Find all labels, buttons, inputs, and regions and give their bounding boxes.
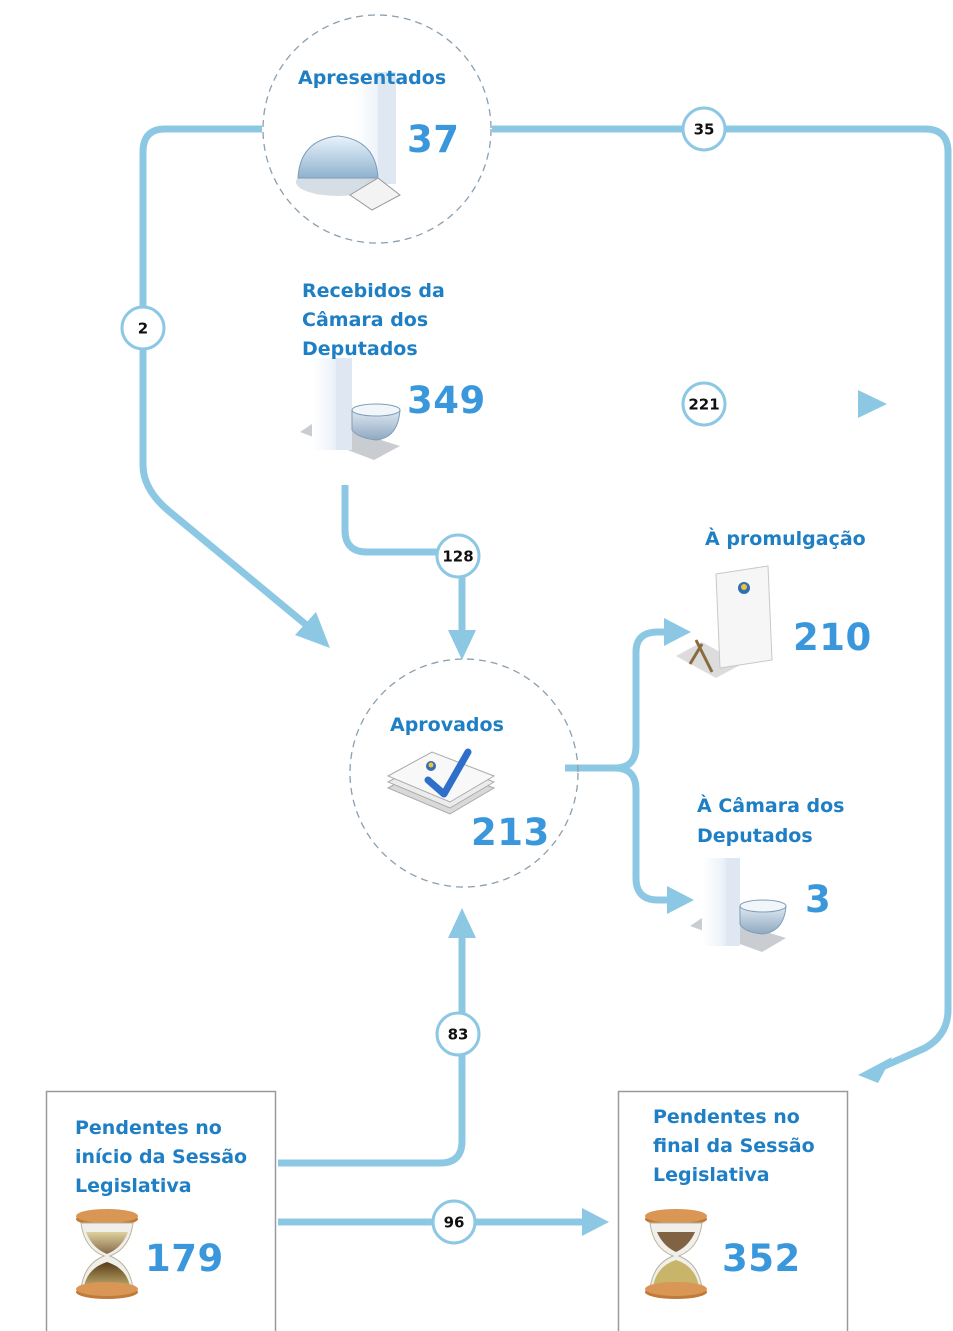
recebidos-value: 349 xyxy=(407,379,486,422)
flow-pill-96: 96 xyxy=(431,1199,477,1245)
pendentes-inicio-title-line: Pendentes no xyxy=(75,1117,222,1139)
pendentes-inicio-title-line: Legislativa xyxy=(75,1175,192,1197)
arrow-to-aprovados-top xyxy=(448,630,476,660)
arrow-to-promulgacao xyxy=(664,618,691,646)
pendentes-final-value: 352 xyxy=(722,1237,801,1280)
flow-apresentados-to-aprovados xyxy=(139,125,313,631)
hourglass-icon xyxy=(645,1209,707,1299)
pendentes-inicio-value: 179 xyxy=(145,1237,224,1280)
flow-inicio-to-aprovados xyxy=(278,935,466,1167)
flow-pill-35: 35 xyxy=(681,106,727,152)
flow-value-221: 221 xyxy=(688,396,719,414)
hourglass-icon xyxy=(76,1209,138,1299)
flow-pill-2: 2 xyxy=(120,305,166,351)
flow-value-96: 96 xyxy=(444,1214,465,1232)
arrowheads xyxy=(295,390,892,1236)
apresentados-dashed-circle xyxy=(262,14,492,244)
arrow-to-final-right xyxy=(858,1057,892,1083)
pendentes-final-title-line: Pendentes no xyxy=(653,1106,800,1128)
flow-value-83: 83 xyxy=(448,1026,469,1044)
camara-value: 3 xyxy=(805,878,832,921)
document-easel-icon xyxy=(676,565,773,678)
flow-pill-83: 83 xyxy=(435,1011,481,1057)
arrow-to-aprovados-left xyxy=(295,612,330,648)
promulgacao-value: 210 xyxy=(793,616,872,659)
camara-title-line: À Câmara dos xyxy=(697,795,845,817)
recebidos-title-line: Recebidos da xyxy=(302,280,445,302)
arrow-221 xyxy=(858,390,887,418)
chamber-building-icon xyxy=(690,858,787,952)
promulgacao-title: À promulgação xyxy=(705,528,866,550)
aprovados-value: 213 xyxy=(471,811,550,854)
arrow-to-final xyxy=(582,1208,609,1236)
flow-value-35: 35 xyxy=(694,121,715,139)
chamber-building-icon xyxy=(300,358,401,460)
arrow-to-aprovados-bottom xyxy=(448,908,476,938)
flow-pill-221: 221 xyxy=(681,381,727,427)
recebidos-title-line: Câmara dos xyxy=(302,309,429,331)
pendentes-final-title-line: final da Sessão xyxy=(653,1135,815,1157)
recebidos-title-line: Deputados xyxy=(302,338,418,360)
arrow-to-camara xyxy=(667,886,694,914)
apresentados-value: 37 xyxy=(407,118,460,161)
flow-value-128: 128 xyxy=(442,548,473,566)
senate-building-icon xyxy=(296,72,401,211)
approved-documents-icon xyxy=(386,748,496,815)
apresentados-title: Apresentados xyxy=(298,67,447,89)
aprovados-title: Aprovados xyxy=(390,714,504,736)
pendentes-final-title-line: Legislativa xyxy=(653,1164,770,1186)
flow-lines xyxy=(0,125,952,1226)
camara-title-line: Deputados xyxy=(697,825,813,847)
pendentes-inicio-title-line: início da Sessão xyxy=(75,1146,248,1168)
flow-aprovados-out xyxy=(565,628,670,772)
flow-pill-128: 128 xyxy=(435,533,481,579)
aprovados-dashed-circle xyxy=(349,658,579,888)
flow-value-2: 2 xyxy=(138,320,148,338)
flow-apresentados-to-final xyxy=(492,125,952,1072)
